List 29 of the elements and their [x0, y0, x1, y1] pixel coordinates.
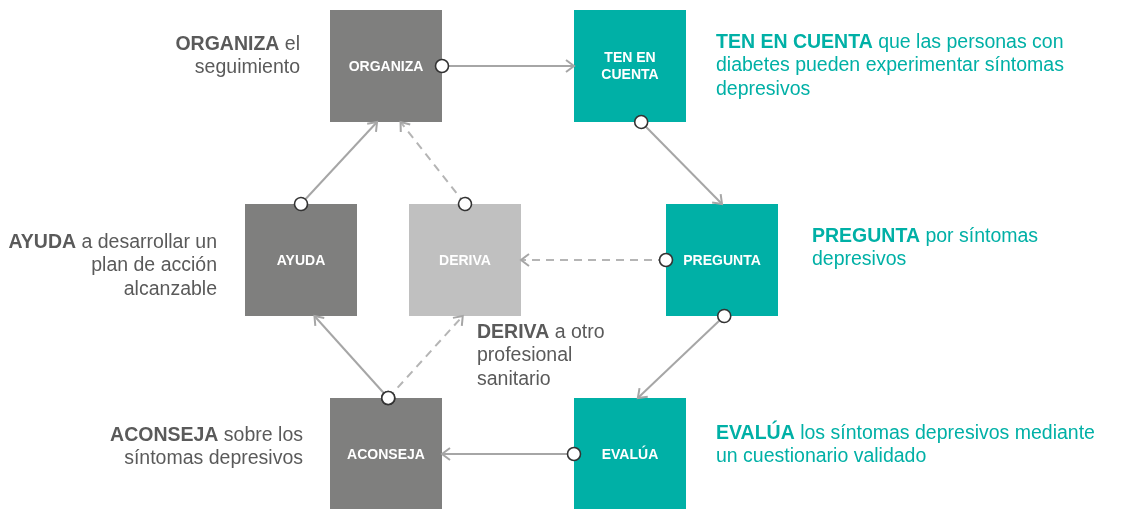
- step-box: [574, 10, 686, 122]
- step-box: [330, 10, 442, 122]
- step-box: [574, 398, 686, 509]
- connector-arrow: [520, 252, 674, 268]
- connector-arrow: [636, 308, 732, 399]
- step-box: [666, 204, 778, 316]
- step-box: [409, 204, 521, 316]
- step-label: AYUDA: [275, 251, 327, 269]
- step-label: EVALÚA: [600, 445, 660, 463]
- step-label: DERIVA: [438, 251, 492, 269]
- step-label: PREGUNTA: [682, 251, 762, 269]
- connector-arrow: [399, 121, 473, 212]
- description-text: ACONSEJA sobre los síntomas depresivos: [109, 423, 303, 470]
- description-text: DERIVA a otro profesional sanitario: [477, 320, 606, 391]
- connector-arrow: [633, 114, 723, 205]
- step-label: TEN EN CUENTA: [600, 49, 660, 83]
- step-label: ORGANIZA: [347, 57, 425, 75]
- description-text: EVALÚA los síntomas depresivos mediante un cuestionario validado: [716, 421, 1096, 468]
- description-text: TEN EN CUENTA que las personas con diabetes pueden experimentar síntomas depresivos: [716, 30, 1065, 101]
- step-box: [330, 398, 442, 509]
- step-label: ACONSEJA: [346, 445, 426, 463]
- connector-arrow: [293, 121, 379, 212]
- connector-arrow: [380, 315, 464, 406]
- description-text: ORGANIZA el seguimiento: [174, 32, 300, 79]
- step-box: [245, 204, 357, 316]
- description-text: AYUDA a desarrollar un plan de acción alcanzable: [7, 230, 217, 301]
- description-text: PREGUNTA por síntomas depresivos: [812, 224, 1040, 271]
- connector-arrow: [441, 446, 582, 462]
- connector-arrow: [434, 58, 575, 74]
